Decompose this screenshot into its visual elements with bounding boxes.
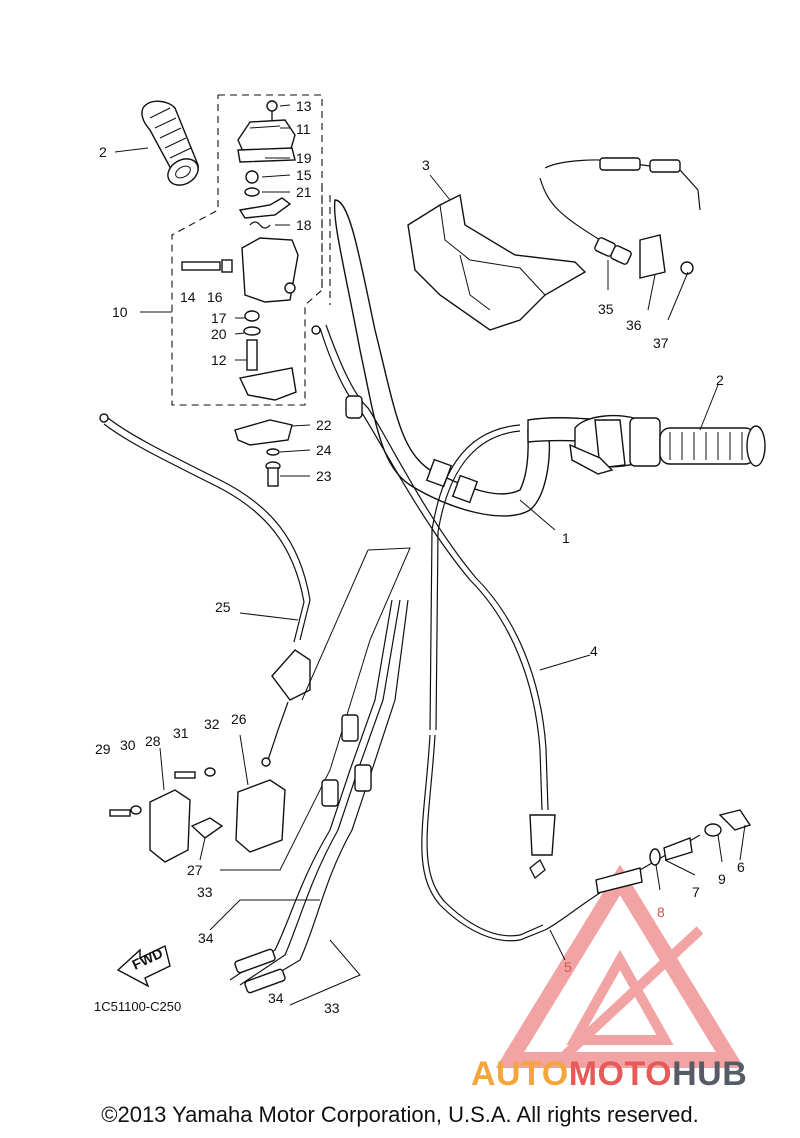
label-14: 14: [180, 289, 196, 305]
label-28: 28: [145, 733, 161, 749]
watermark-brand: AUTOMOTOHUB: [471, 1055, 747, 1094]
brand-auto: AUTO: [471, 1055, 569, 1093]
drawing-code: 1C51100-C250: [94, 999, 181, 1014]
label-21: 21: [296, 184, 312, 200]
brand-moto: MOTO: [568, 1055, 673, 1093]
label-26: 26: [231, 711, 247, 727]
label-19: 19: [296, 150, 312, 166]
clutch-cable: [311, 324, 556, 880]
brake-cable: [421, 424, 752, 942]
clamp-parts: [234, 419, 293, 487]
label-11: 11: [296, 121, 311, 137]
label-27: 27: [187, 862, 203, 878]
label-37: 37: [653, 335, 669, 351]
label-9: 9: [718, 871, 726, 887]
label-1: 1: [562, 530, 570, 546]
label-20: 20: [211, 326, 227, 342]
label-23: 23: [316, 468, 332, 484]
right-grip: [569, 414, 766, 475]
label-35: 35: [598, 301, 614, 317]
choke-cable-set: [209, 547, 411, 1006]
switch-parts: [109, 767, 286, 863]
label-33-bottom: 33: [324, 1000, 340, 1016]
fwd-arrow: FWD: [116, 945, 171, 988]
label-13: 13: [296, 98, 312, 114]
label-25: 25: [215, 599, 231, 615]
label-16: 16: [207, 289, 223, 305]
label-34-left: 34: [198, 930, 214, 946]
label-18: 18: [296, 217, 312, 233]
label-2-right: 2: [716, 372, 724, 388]
brand-hub: HUB: [672, 1055, 748, 1093]
lever-assembly-box: [171, 94, 323, 406]
left-grip: [141, 100, 199, 186]
label-24: 24: [316, 442, 332, 458]
copyright-notice: ©2013 Yamaha Motor Corporation, U.S.A. A…: [101, 1102, 699, 1127]
handlebar-pad: [407, 193, 587, 331]
lever-holder: [181, 100, 299, 401]
start-cable: [99, 413, 311, 767]
label-4: 4: [590, 643, 598, 659]
leader-lines: [114, 104, 746, 961]
label-34-bottom: 34: [268, 990, 284, 1006]
label-2-left: 2: [99, 144, 107, 160]
label-10: 10: [112, 304, 128, 320]
watermark-logo: [495, 864, 745, 1068]
label-17: 17: [211, 310, 227, 326]
throttle-cable: [539, 157, 701, 279]
part-labels: 2 13 11 19 15 21 18 14 16 10 17 20 12 22…: [94, 98, 745, 1016]
label-32: 32: [204, 716, 220, 732]
label-8: 8: [657, 904, 665, 920]
label-15: 15: [296, 167, 312, 183]
label-6: 6: [737, 859, 745, 875]
label-22: 22: [316, 417, 332, 433]
label-36: 36: [626, 317, 642, 333]
label-31: 31: [173, 725, 189, 741]
label-3: 3: [422, 157, 430, 173]
label-5: 5: [564, 959, 572, 975]
label-33-top: 33: [197, 884, 213, 900]
label-12: 12: [211, 352, 227, 368]
label-29: 29: [95, 741, 111, 757]
label-7: 7: [692, 884, 700, 900]
label-30: 30: [120, 737, 136, 753]
